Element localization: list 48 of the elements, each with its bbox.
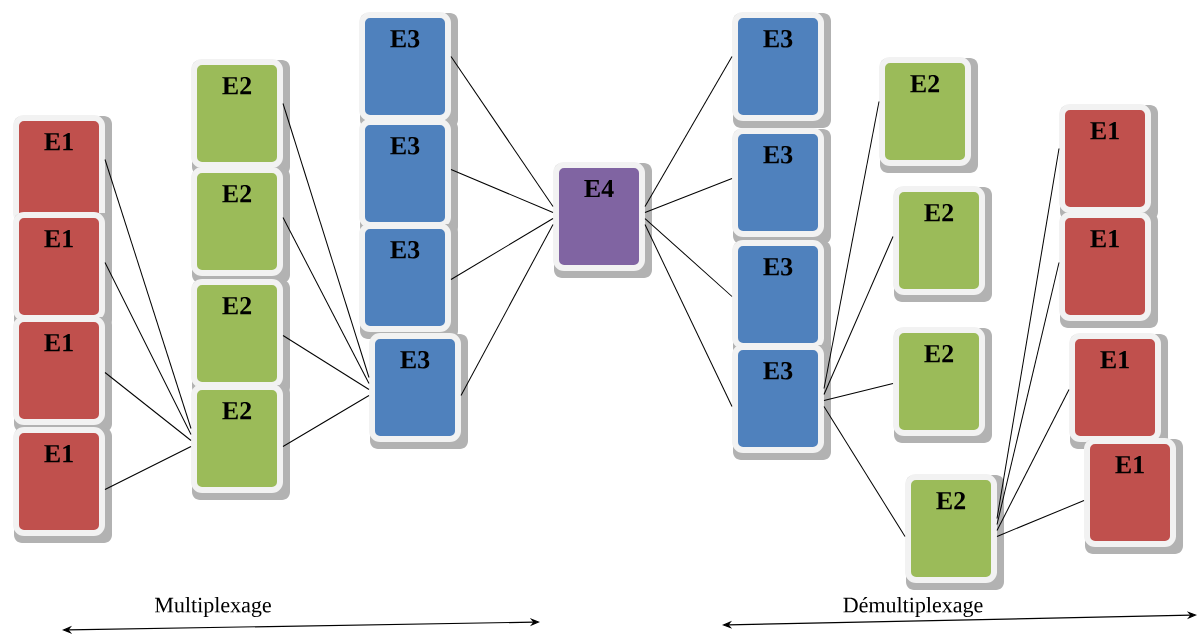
process-box: E3 (359, 12, 458, 128)
process-box: E3 (732, 240, 831, 356)
process-box: E1 (1059, 104, 1158, 220)
connector-line (644, 224, 733, 407)
connector-line (644, 56, 733, 207)
connector-line (282, 335, 370, 390)
process-box: E3 (732, 12, 831, 128)
connector-line (460, 224, 554, 396)
process-box: E2 (191, 167, 290, 283)
connector-line (104, 159, 192, 429)
connector-line (104, 262, 192, 435)
connector-line (996, 148, 1060, 519)
process-box: E1 (1084, 438, 1183, 554)
process-box: E4 (553, 162, 652, 278)
connector-line (996, 262, 1060, 525)
process-box: E1 (1069, 333, 1168, 449)
connector-line (282, 395, 370, 447)
connector-line (823, 406, 906, 537)
connector-line (823, 383, 894, 401)
connector-line (823, 236, 894, 395)
process-box: E3 (732, 344, 831, 460)
process-box: E3 (732, 128, 831, 244)
connector-line (282, 217, 370, 384)
process-box: E2 (879, 57, 978, 173)
process-box: E3 (359, 223, 458, 339)
process-box: E2 (905, 474, 1004, 590)
process-box: E2 (191, 279, 290, 395)
process-box: E2 (191, 384, 290, 500)
connector-line (996, 500, 1085, 537)
connector-line (644, 178, 733, 213)
caption-text: Multiplexage (155, 597, 271, 617)
process-box: E1 (1059, 212, 1158, 328)
process-box: E1 (13, 427, 112, 543)
caption-text: Démultiplexage (843, 597, 983, 618)
connector-line (996, 389, 1070, 531)
connector-line (104, 446, 192, 490)
process-box: E2 (893, 327, 992, 443)
connector-line (823, 101, 880, 389)
process-box: E2 (191, 59, 290, 175)
connector-line (450, 169, 554, 213)
process-box: E3 (369, 333, 468, 449)
process-box: E1 (13, 316, 112, 432)
connector-line (450, 56, 554, 207)
connector-line (282, 103, 370, 378)
connector-line (450, 218, 554, 280)
connector-line (104, 372, 192, 441)
process-box: E2 (893, 186, 992, 302)
connector-line (644, 218, 733, 297)
